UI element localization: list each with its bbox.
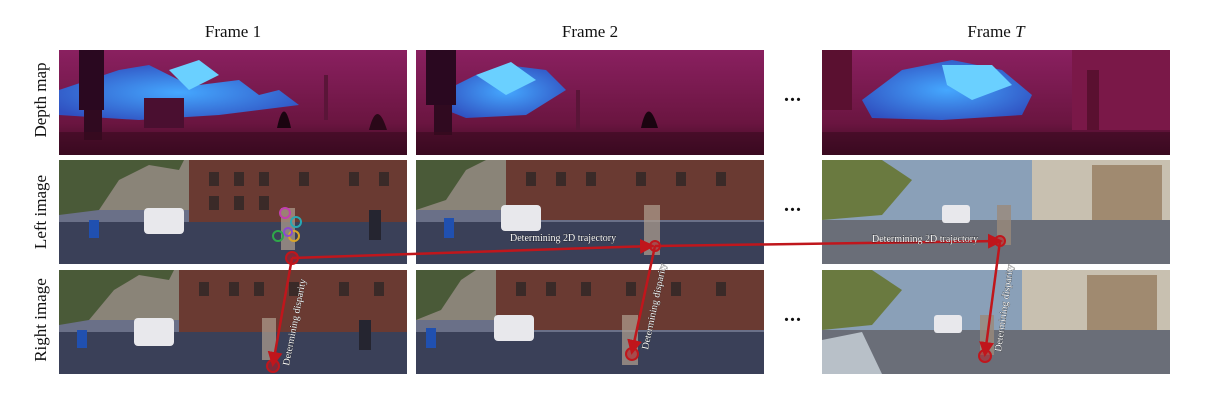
ellipsis-left: ... <box>784 194 802 216</box>
row-label-depth-map: Depth map <box>31 62 50 138</box>
depth-map-frame-2 <box>416 50 764 155</box>
column-title-frame-2: Frame 2 <box>561 22 619 41</box>
depth-map-frame-t <box>822 50 1170 155</box>
left-image-frame-2 <box>416 160 764 264</box>
right-image-frame-1 <box>59 270 407 374</box>
ellipsis-depth: ... <box>784 84 802 106</box>
ellipsis-right: ... <box>784 304 802 326</box>
right-image-frame-t <box>822 270 1170 374</box>
left-image-frame-t <box>822 160 1170 264</box>
column-title-prefix: Frame <box>967 22 1016 41</box>
right-image-frame-2 <box>416 270 764 374</box>
column-title-variable: T <box>1015 22 1025 41</box>
depth-map-frame-1 <box>59 50 407 155</box>
row-label-right-image: Right image <box>31 278 50 362</box>
row-label-left-image: Left image <box>31 174 50 250</box>
column-title-frame-t: Frame T <box>896 22 1096 42</box>
column-title-frame-1: Frame 1 <box>204 22 262 41</box>
left-image-frame-1 <box>59 160 407 264</box>
